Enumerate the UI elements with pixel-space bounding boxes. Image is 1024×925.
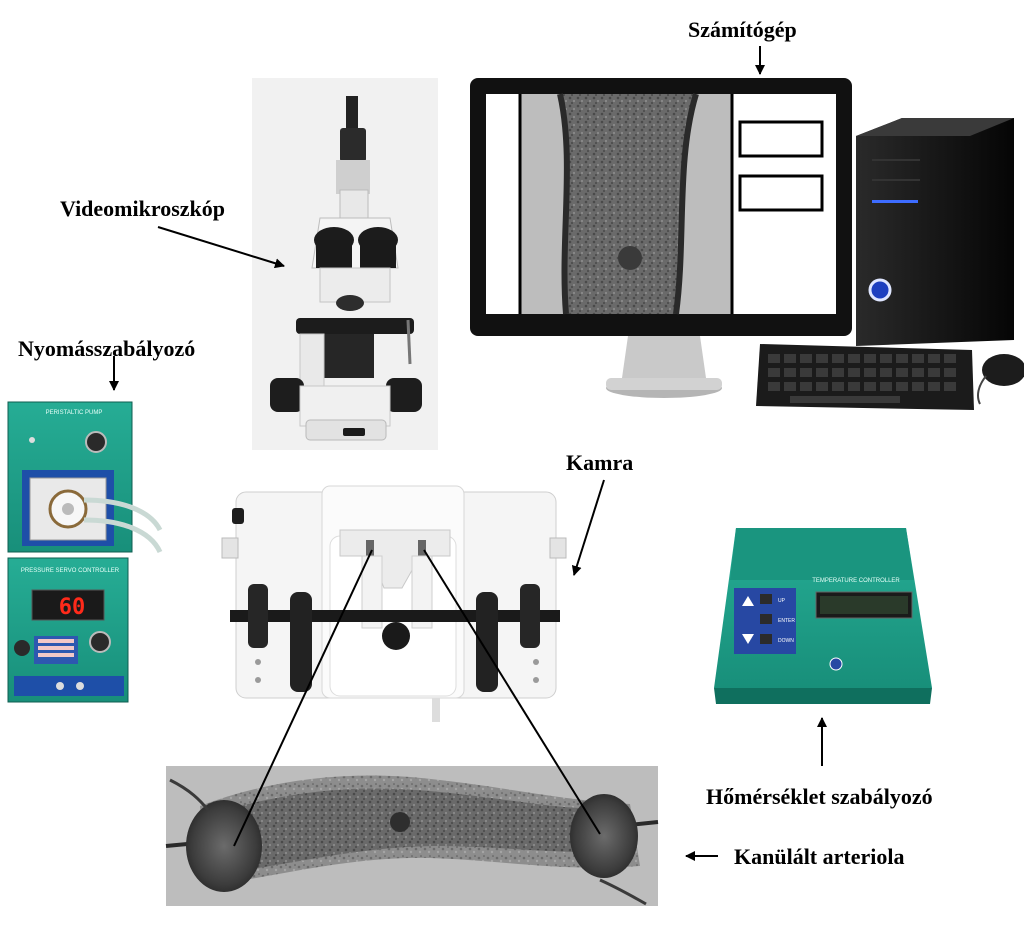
cannula-line-left — [233, 549, 373, 847]
label-microscope: Videomikroszkóp — [60, 196, 226, 221]
chamber-arrow — [571, 479, 605, 576]
label-cannulated-arteriole: Kanülált arteriola — [734, 844, 905, 869]
pressure-readout: 60 — [59, 595, 86, 620]
pressure-controller-photo: PERISTALTIC PUMP PRESSURE SERVO CONTROLL… — [7, 401, 163, 703]
keyboard-photo — [756, 344, 1024, 410]
temp-up-label: UP — [778, 598, 786, 604]
servo-title: PRESSURE SERVO CONTROLLER — [21, 568, 120, 574]
monitor-photo — [470, 78, 852, 398]
pc-tower-photo — [856, 118, 1014, 346]
label-pressure-controller: Nyomásszabályozó — [18, 336, 196, 361]
label-temperature-controller: Hőmérséklet szabályozó — [706, 784, 933, 809]
temp-controller-title: TEMPERATURE CONTROLLER — [812, 578, 900, 584]
chamber-photo — [221, 485, 567, 722]
label-computer: Számítógép — [688, 17, 797, 42]
temp-down-label: DOWN — [778, 638, 794, 644]
cannula-line-right — [423, 549, 601, 835]
annotation-arrows — [109, 46, 827, 861]
microscope-photo — [252, 78, 438, 450]
temp-enter-label: ENTER — [778, 618, 795, 624]
pump-title: PERISTALTIC PUMP — [46, 410, 103, 416]
arteriole-micrograph — [165, 766, 659, 906]
label-chamber: Kamra — [566, 450, 634, 475]
temperature-controller-photo: TEMPERATURE CONTROLLER UP ENTER DOWN — [714, 528, 932, 704]
microscope-arrow — [157, 226, 285, 269]
